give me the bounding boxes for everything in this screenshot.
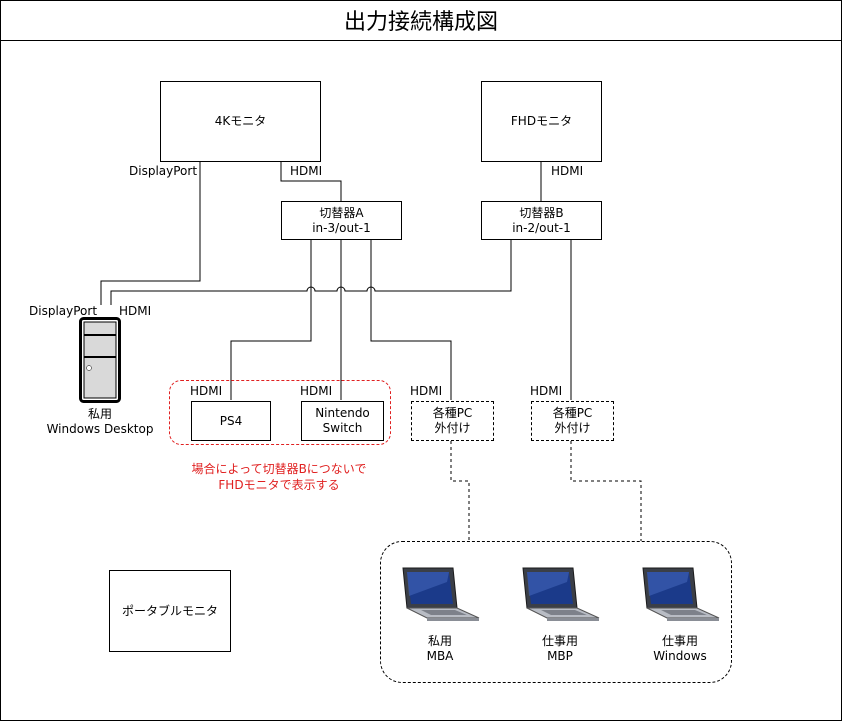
- switch-b-mode: in-2/out-1: [512, 220, 571, 235]
- laptop-icon: [402, 567, 480, 621]
- dashed-link-ext-pc-b: [570, 441, 642, 541]
- note-line1: 場合によって切替器Bにつないで: [191, 462, 367, 476]
- dashed-link-ext-pc-a: [450, 441, 470, 541]
- nintendo-label-line2: Switch: [322, 421, 363, 435]
- label-hdmi-nintendo: HDMI: [300, 384, 333, 398]
- monitor-fhd-label: FHDモニタ: [510, 114, 573, 128]
- ext-pc-a-line1: 各種PC: [432, 406, 473, 420]
- nintendo-label-line1: Nintendo: [315, 406, 370, 420]
- switch-a-name: 切替器A: [319, 205, 364, 220]
- label-hdmi-4k: HDMI: [290, 164, 323, 178]
- monitor-portable-label: ポータブルモニタ: [121, 603, 218, 618]
- hdmi-switch-a-to-ps4: [230, 240, 312, 400]
- monitor-4k: 4Kモニタ: [160, 81, 321, 162]
- label-hdmi-fhd: HDMI: [551, 164, 584, 178]
- note-line2: FHDモニタで表示する: [218, 478, 340, 492]
- label-hdmi-ps4: HDMI: [190, 384, 223, 398]
- laptop-label-windows: 仕事用 Windows: [635, 634, 725, 664]
- desktop-tower-icon: [79, 317, 121, 403]
- laptop-mba-line2: MBA: [426, 649, 454, 663]
- label-hdmi-desktop: HDMI: [119, 304, 152, 318]
- laptop-group: [380, 541, 732, 683]
- ext-pc-box-a: 各種PC 外付け: [411, 401, 494, 441]
- switch-a: 切替器A in-3/out-1: [281, 201, 402, 240]
- switch-b: 切替器B in-2/out-1: [481, 201, 602, 240]
- laptop-label-mbp: 仕事用 MBP: [515, 634, 605, 664]
- game-console-note: 場合によって切替器Bにつないで FHDモニタで表示する: [169, 461, 389, 493]
- monitor-portable: ポータブルモニタ: [109, 570, 231, 652]
- label-displayport-desktop: DisplayPort: [29, 304, 98, 318]
- laptop-windows-line1: 仕事用: [661, 634, 698, 648]
- laptop-mba-line1: 私用: [427, 634, 452, 648]
- device-nintendo-switch: Nintendo Switch: [301, 401, 384, 441]
- switch-b-name: 切替器B: [519, 205, 564, 220]
- device-ps4-label: PS4: [219, 413, 243, 428]
- switch-a-mode: in-3/out-1: [312, 220, 371, 235]
- laptop-label-mba: 私用 MBA: [395, 634, 485, 664]
- monitor-fhd: FHDモニタ: [481, 81, 602, 162]
- ext-pc-a-line2: 外付け: [434, 421, 471, 435]
- diagram-title: 出力接続構成図: [0, 0, 842, 41]
- laptop-windows-line2: Windows: [653, 649, 707, 663]
- hdmi-switch-a-to-ext-pc: [370, 240, 452, 400]
- game-console-group: [169, 380, 391, 445]
- desktop-label-line1: 私用: [87, 407, 112, 421]
- monitor-4k-label: 4Kモニタ: [214, 114, 267, 128]
- label-hdmi-ext-pc-b: HDMI: [530, 384, 563, 398]
- device-ps4: PS4: [191, 401, 271, 441]
- laptop-mbp-line2: MBP: [547, 649, 573, 663]
- desktop-label: 私用 Windows Desktop: [40, 407, 160, 437]
- hdmi-4k-to-switch-a: [280, 162, 342, 201]
- laptop-icon: [642, 567, 720, 621]
- laptop-icon: [522, 567, 600, 621]
- ext-pc-b-line1: 各種PC: [552, 406, 593, 420]
- laptop-mbp-line1: 仕事用: [541, 634, 578, 648]
- label-hdmi-ext-pc-a: HDMI: [410, 384, 443, 398]
- label-displayport-top: DisplayPort: [129, 164, 198, 178]
- ext-pc-b-line2: 外付け: [554, 421, 591, 435]
- desktop-label-line2: Windows Desktop: [46, 422, 154, 436]
- displayport-cable: [100, 162, 201, 305]
- ext-pc-box-b: 各種PC 外付け: [531, 401, 614, 441]
